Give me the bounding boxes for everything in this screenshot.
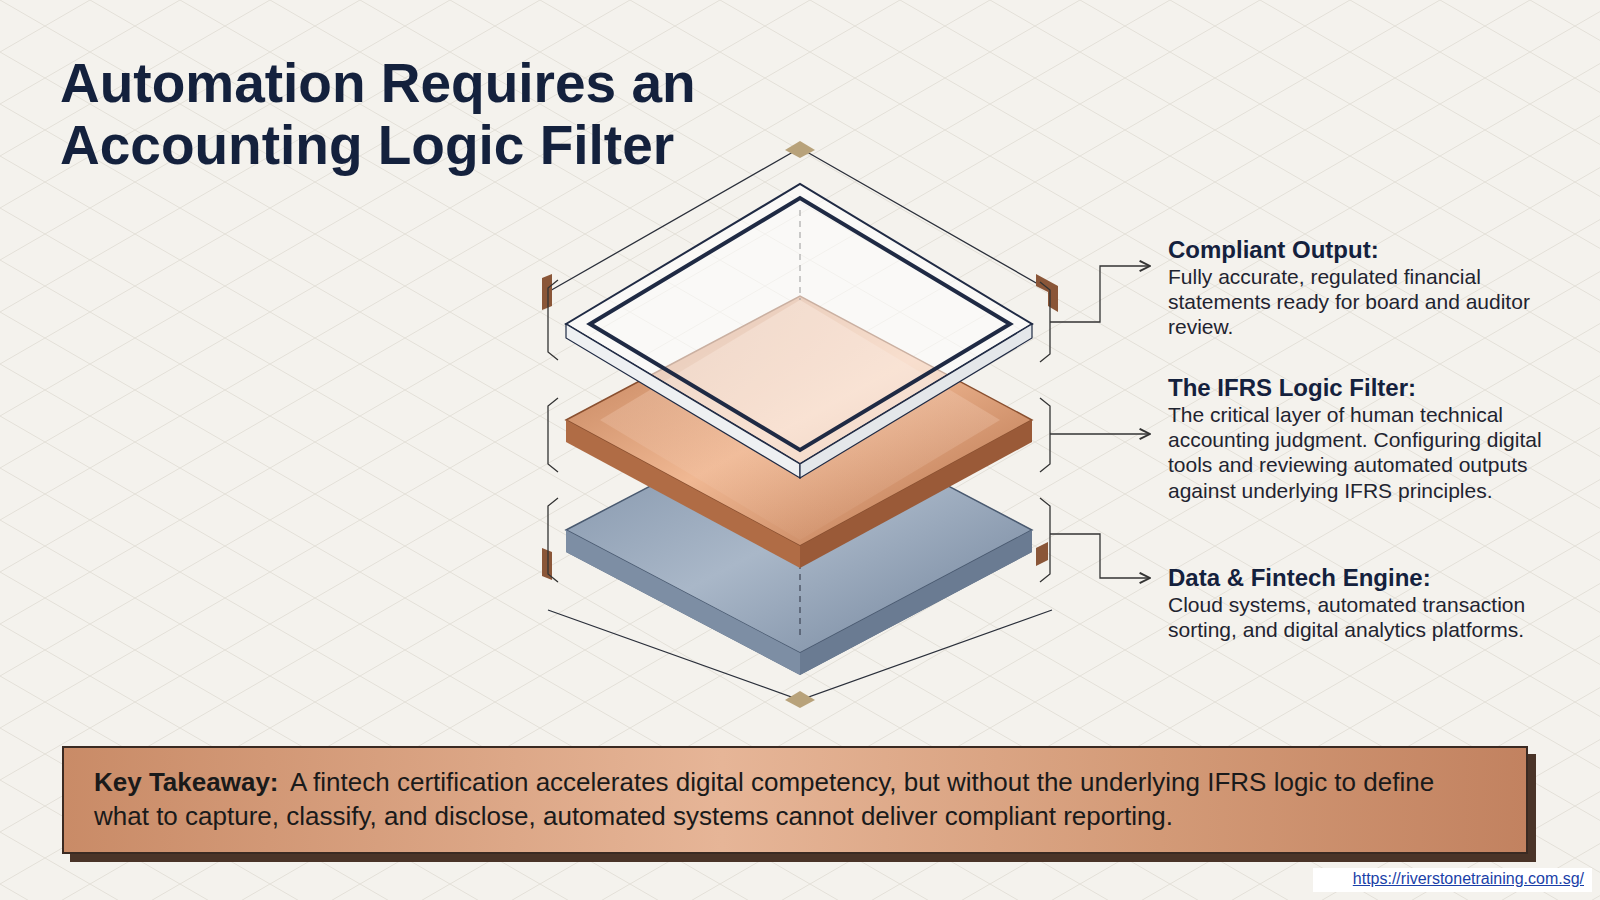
callout-heading: Compliant Output:: [1168, 236, 1578, 265]
takeaway-banner: Key Takeaway: A fintech certification ac…: [62, 746, 1528, 854]
banner-body: A fintech certification accelerates digi…: [94, 767, 1434, 831]
source-url: https://riverstonetraining.com.sg/: [1313, 868, 1592, 892]
callout-heading: Data & Fintech Engine:: [1168, 564, 1578, 593]
callout-body: Fully accurate, regulated financial stat…: [1168, 264, 1578, 340]
banner-heading: Key Takeaway:: [94, 767, 279, 797]
callout-body: Cloud systems, automated transaction sor…: [1168, 592, 1578, 642]
callout-heading: The IFRS Logic Filter:: [1168, 374, 1578, 403]
callout-body: The critical layer of human technical ac…: [1168, 402, 1578, 503]
diagram-title: Automation Requires an Accounting Logic …: [60, 52, 820, 176]
